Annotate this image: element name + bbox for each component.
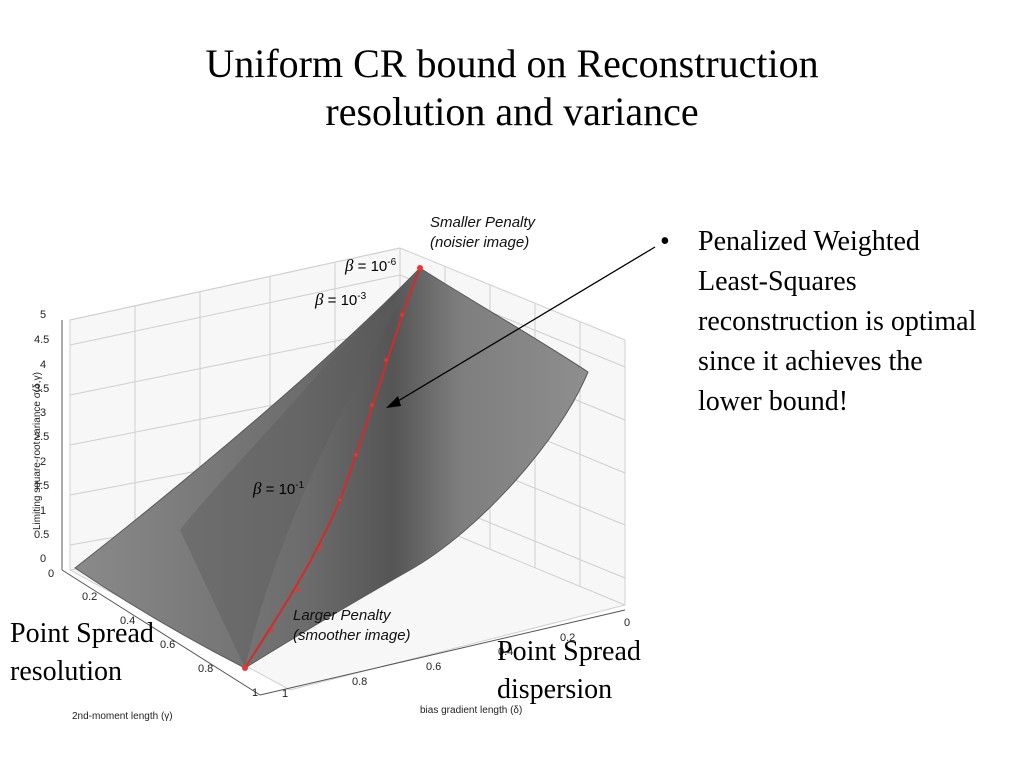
- x-tick: 0: [624, 617, 630, 629]
- cr-bound-surface-plot: 5 4.5 4 3.5 3 2.5 2 1.5 1 0.5 0 0 0.2 0.…: [32, 246, 656, 722]
- beta-label-1e-1: β = 10-1: [253, 479, 304, 499]
- z-tick: 3: [40, 407, 46, 419]
- y-tick: 0.6: [160, 639, 175, 651]
- smaller-penalty-note: Smaller Penalty (noisier image): [430, 213, 535, 253]
- x-axis-label: bias gradient length (δ): [420, 705, 522, 716]
- pwls-curve-points: [242, 265, 423, 671]
- front-axes: [61, 320, 626, 696]
- beta-text: = 10: [323, 292, 358, 309]
- smaller-penalty-line1: Smaller Penalty: [430, 214, 536, 231]
- beta-symbol: β: [345, 256, 354, 275]
- larger-penalty-note: Larger Penalty (smoother image): [293, 606, 411, 646]
- beta-symbol: β: [315, 290, 324, 309]
- x-tick: 0.6: [426, 661, 441, 673]
- larger-penalty-line1: Larger Penalty: [293, 607, 391, 624]
- title-line-1: Uniform CR bound on Reconstruction: [205, 41, 819, 86]
- y-tick: 0.8: [198, 663, 213, 675]
- x-tick: 1: [282, 688, 288, 700]
- bullet-marker: •: [660, 226, 670, 257]
- title-line-2: resolution and variance: [325, 89, 699, 134]
- smaller-penalty-line2: (noisier image): [430, 234, 530, 251]
- z-axis-label: Limiting square-root variance σ(δ,γ): [32, 372, 43, 530]
- beta-exponent: -6: [387, 257, 397, 268]
- slide-title: Uniform CR bound on Reconstruction resol…: [0, 40, 1024, 136]
- psr-line2: resolution: [10, 656, 122, 687]
- z-tick: 4.5: [34, 334, 49, 346]
- x-tick: 0.8: [352, 676, 367, 688]
- z-tick: 1: [40, 505, 46, 517]
- psd-line2: dispersion: [497, 674, 613, 705]
- y-tick: 1: [252, 687, 258, 699]
- z-ticks: 5 4.5 4 3.5 3 2.5 2 1.5 1 0.5 0: [34, 309, 49, 565]
- point-spread-dispersion-label: Point Spread dispersion: [497, 633, 641, 709]
- x-tick: 0.4: [498, 646, 513, 658]
- z-tick: 1.5: [34, 480, 49, 492]
- z-tick: 0.5: [34, 529, 49, 541]
- beta-symbol: β: [253, 479, 262, 498]
- x-ticks: 1 0.8 0.6 0.4 0.2 0: [282, 617, 630, 700]
- y-tick: 0.4: [120, 615, 135, 627]
- y-axis-label: 2nd-moment length (γ): [72, 711, 173, 722]
- beta-text: = 10: [353, 258, 388, 275]
- y-tick: 0: [48, 568, 54, 580]
- x-tick: 0.2: [560, 632, 575, 644]
- psd-line1: Point Spread: [497, 636, 641, 667]
- z-tick: 0: [40, 553, 46, 565]
- beta-label-1e-3: β = 10-3: [315, 290, 366, 310]
- z-tick: 5: [40, 309, 46, 321]
- y-tick: 0.2: [82, 591, 97, 603]
- z-tick: 2.5: [34, 431, 49, 443]
- beta-text: = 10: [261, 481, 296, 498]
- z-tick: 3.5: [34, 383, 49, 395]
- beta-exponent: -1: [295, 480, 305, 491]
- larger-penalty-line2: (smoother image): [293, 627, 411, 644]
- beta-exponent: -3: [357, 291, 367, 302]
- pointer-arrow: [386, 246, 656, 408]
- surface-ridge-shade: [180, 268, 420, 668]
- y-ticks: 0 0.2 0.4 0.6 0.8 1: [48, 568, 258, 699]
- surface: [74, 267, 589, 669]
- point-spread-resolution-label: Point Spread resolution: [10, 615, 154, 691]
- bullet-text: Penalized Weighted Least-Squares reconst…: [698, 226, 977, 417]
- z-tick: 2: [40, 456, 46, 468]
- z-tick: 4: [40, 359, 46, 371]
- beta-label-1e-6: β = 10-6: [345, 256, 396, 276]
- psr-line1: Point Spread: [10, 618, 154, 649]
